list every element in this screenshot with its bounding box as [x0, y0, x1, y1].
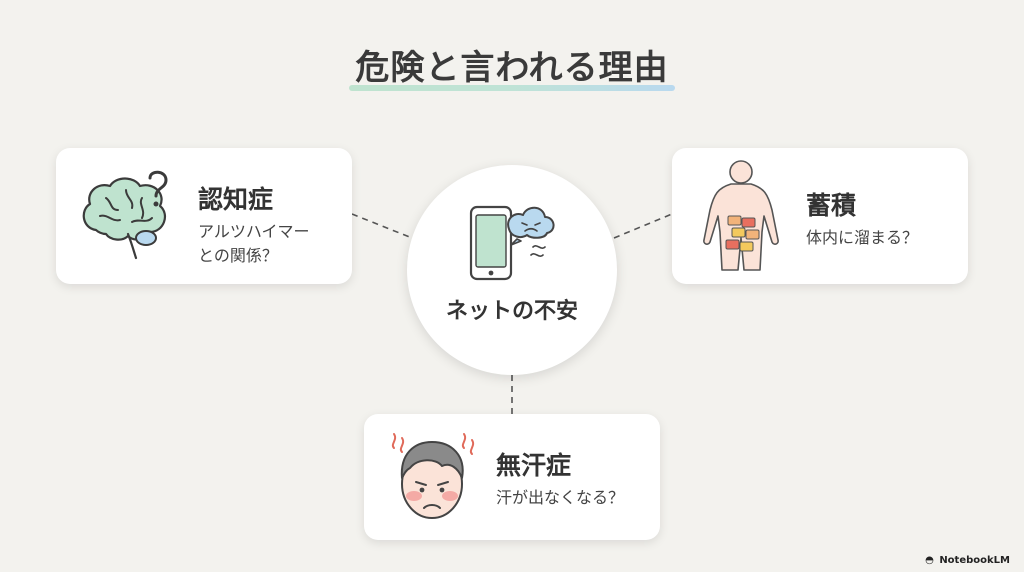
- title-wrap: 危険と言われる理由: [0, 40, 1024, 93]
- smartphone-worried-cloud-icon: [469, 205, 555, 281]
- center-label: ネットの不安: [445, 299, 578, 324]
- card-dementia-desc-line2: との関係？: [198, 246, 278, 265]
- card-accumulation-desc: 体内に溜まる？: [806, 228, 919, 247]
- card-accumulation: 蓄積 体内に溜まる？: [672, 148, 968, 284]
- page-title: 危険と言われる理由: [349, 40, 675, 93]
- body-accumulation-icon: [703, 160, 779, 271]
- brand-watermark: ◓ NotebookLM: [925, 555, 1010, 566]
- sweating-face-icon: [391, 433, 475, 519]
- notebooklm-logo-icon: ◓: [925, 555, 934, 566]
- card-anhidrosis-heading: 無汗症: [496, 451, 572, 480]
- brand-text: NotebookLM: [939, 555, 1010, 566]
- center-node: ネットの不安: [407, 165, 617, 375]
- page-title-text: 危険と言われる理由: [355, 48, 669, 88]
- card-accumulation-heading: 蓄積: [806, 191, 857, 220]
- card-dementia-desc: アルツハイマー との関係？: [198, 220, 346, 268]
- card-anhidrosis-desc: 汗が出なくなる？: [496, 488, 625, 507]
- card-dementia-desc-line1: アルツハイマー: [198, 222, 310, 241]
- card-dementia-heading: 認知症: [198, 185, 274, 214]
- card-anhidrosis: 無汗症 汗が出なくなる？: [364, 414, 660, 540]
- brain-question-icon: [82, 170, 168, 260]
- card-dementia: 認知症 アルツハイマー との関係？: [56, 148, 352, 284]
